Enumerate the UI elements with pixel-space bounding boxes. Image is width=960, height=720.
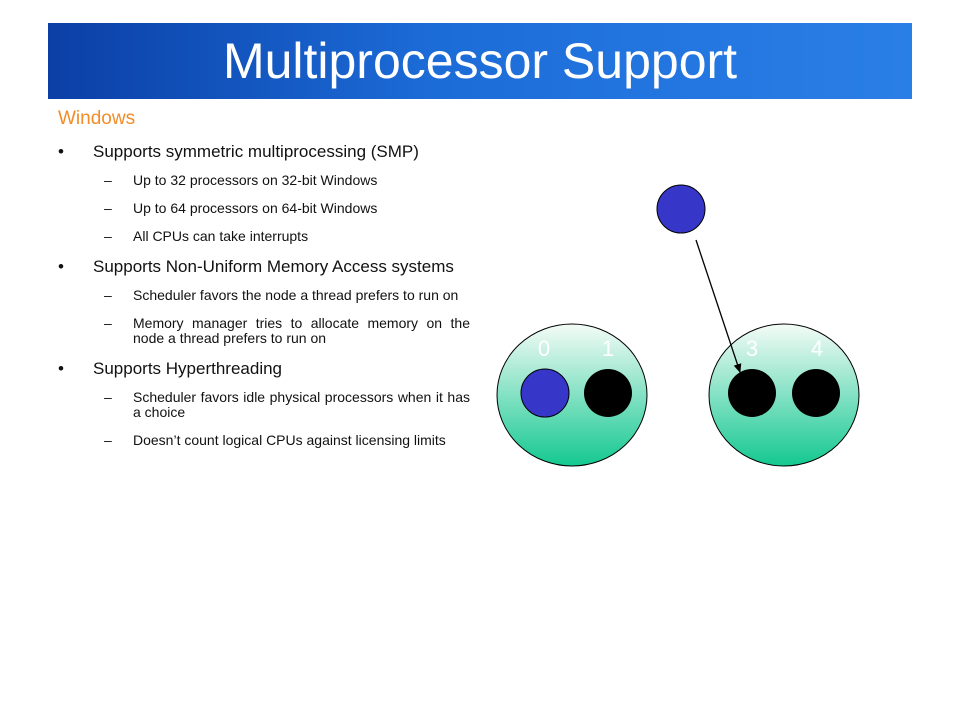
sub-item: Scheduler favors the node a thread prefe…: [58, 288, 470, 304]
bullet-list: Supports symmetric multiprocessing (SMP)…: [58, 142, 470, 461]
title-bar: Multiprocessor Support: [48, 23, 912, 99]
cpu-circle-3: [728, 369, 776, 417]
sub-list-numa: Scheduler favors the node a thread prefe…: [58, 288, 470, 346]
slide-title: Multiprocessor Support: [222, 33, 738, 89]
bullet-hyperthreading: Supports Hyperthreading: [58, 359, 470, 378]
bullet-numa: Supports Non-Uniform Memory Access syste…: [58, 257, 470, 276]
cpu-label-1: 1: [602, 336, 614, 361]
sub-item: Memory manager tries to allocate memory …: [58, 316, 470, 346]
numa-node-right: [708, 323, 860, 467]
sub-item: Up to 64 processors on 64-bit Windows: [58, 201, 470, 217]
sub-list-hyperthreading: Scheduler favors idle physical processor…: [58, 390, 470, 449]
numa-node-left: [496, 323, 648, 467]
cpu-label-3: 3: [746, 336, 758, 361]
schedule-arrow: [695, 239, 742, 373]
sub-item: Doesn’t count logical CPUs against licen…: [58, 433, 470, 449]
sub-item: All CPUs can take interrupts: [58, 229, 470, 245]
sub-item: Scheduler favors idle physical processor…: [58, 390, 470, 420]
cpu-circle-1: [584, 369, 632, 417]
sub-item: Up to 32 processors on 32-bit Windows: [58, 173, 470, 189]
cpu-label-0: 0: [538, 336, 550, 361]
thread-circle-cpu0: [520, 368, 570, 418]
slide-subtitle: Windows: [58, 108, 136, 129]
thread-circle-incoming: [656, 184, 706, 234]
cpu-label-4: 4: [811, 336, 823, 361]
sub-list-smp: Up to 32 processors on 32-bit Windows Up…: [58, 173, 470, 245]
bullet-smp: Supports symmetric multiprocessing (SMP): [58, 142, 470, 161]
cpu-circle-4: [792, 369, 840, 417]
